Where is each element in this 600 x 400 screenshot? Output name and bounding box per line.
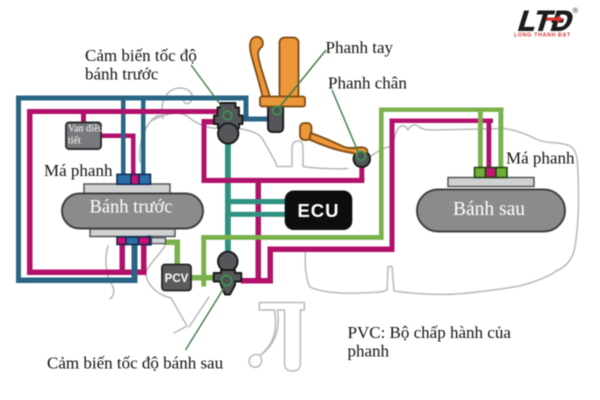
svg-text:Phanh chân: Phanh chân: [328, 74, 407, 93]
svg-text:Bánh sau: Bánh sau: [453, 199, 525, 220]
svg-text:ECU: ECU: [297, 200, 339, 221]
svg-text:LONG THANH ĐẠT: LONG THANH ĐẠT: [514, 33, 571, 39]
svg-text:Phanh tay: Phanh tay: [326, 38, 394, 57]
svg-text:tiết: tiết: [68, 136, 81, 147]
svg-text:Cảm biến tốc độ: Cảm biến tốc độ: [85, 46, 197, 65]
svg-text:Van điều: Van điều: [68, 124, 103, 135]
svg-text:Bánh trước: Bánh trước: [90, 198, 173, 218]
svg-text:Má phanh: Má phanh: [506, 149, 575, 168]
svg-text:PVC: Bộ chấp hành của: PVC: Bộ chấp hành của: [348, 323, 512, 342]
svg-text:Cảm biến tốc độ bánh sau: Cảm biến tốc độ bánh sau: [47, 354, 224, 373]
svg-text:LTĐ: LTĐ: [514, 6, 577, 37]
svg-text:PCV: PCV: [165, 273, 189, 285]
svg-text:®: ®: [573, 6, 579, 15]
svg-text:phanh: phanh: [348, 342, 390, 361]
svg-text:Má phanh: Má phanh: [44, 161, 113, 180]
svg-text:bánh trước: bánh trước: [85, 65, 159, 84]
